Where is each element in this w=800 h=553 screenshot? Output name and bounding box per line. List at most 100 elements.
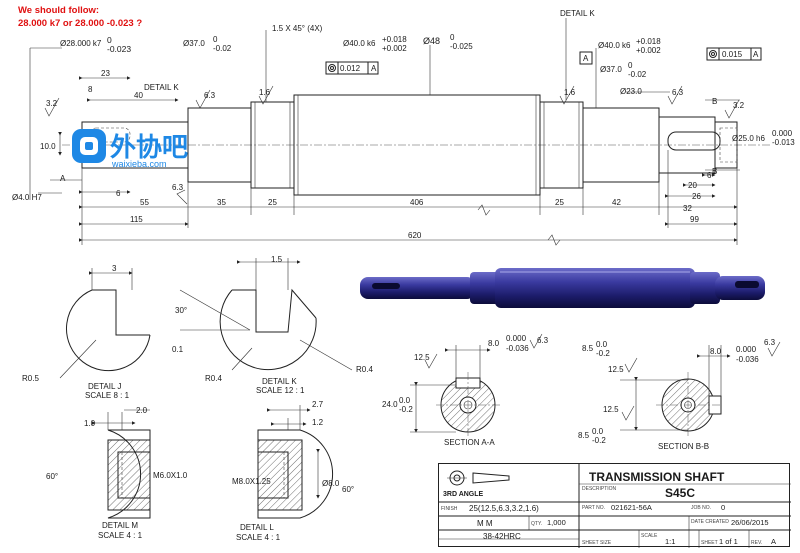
chamfer-label: 1.5 X 45° (4X) <box>272 24 323 33</box>
dim-406: 406 <box>410 198 424 207</box>
part-no-value: 021621-56A <box>611 503 652 512</box>
detail-k-r2: R0.4 <box>356 365 373 374</box>
detail-l-dia: Ø8.0 <box>322 479 340 488</box>
dia-28-tol-lower: -0.023 <box>107 44 131 54</box>
finish-label: FINISH <box>441 506 458 512</box>
dia-40-right-label: Ø40.0 k6 <box>598 41 631 50</box>
dim-35: 35 <box>217 198 226 207</box>
sec-b-8-5a-tol-lower: -0.2 <box>596 349 610 358</box>
detail-j-title: DETAIL J <box>88 382 121 391</box>
sec-a-24-tol-lower: -0.2 <box>399 405 413 414</box>
detail-l-title: DETAIL L <box>240 523 274 532</box>
dia-23-label: Ø23.0 <box>620 87 642 96</box>
dia-37-left-tol-lower: -0.02 <box>213 44 232 53</box>
dim-42: 42 <box>612 198 621 207</box>
gtol-frame-left <box>325 61 379 75</box>
gtol-right-value: 0.015 <box>722 50 743 59</box>
detail-k-angle: 30° <box>175 306 187 315</box>
rev-value: A <box>771 537 777 546</box>
finish-value: 25(12.5,6.3,3.2,1.6) <box>469 504 539 513</box>
detail-k: 1.5 30° 0.1 R0.4 R0.4 DETAIL K SCALE 12 … <box>172 255 373 395</box>
roughness-7: 6.3 <box>172 183 184 192</box>
detail-j-radius: R0.5 <box>22 374 39 383</box>
roughness-3: 1.6 <box>564 88 576 97</box>
detail-l-d1: 2.7 <box>312 400 324 409</box>
roughness-2: 1.6 <box>259 88 271 97</box>
gtol-left-value: 0.012 <box>340 64 361 73</box>
shaft-seg-end <box>714 121 738 169</box>
sec-a-key-tol-upper: 0.000 <box>506 334 527 343</box>
dia-37-right-label: Ø37.0 <box>600 65 622 74</box>
dia-48-tol-lower: -0.025 <box>450 42 473 51</box>
review-note: We should follow: 28.000 k7 or 28.000 -0… <box>18 4 142 30</box>
sec-b-rough: 6.3 <box>764 338 776 347</box>
dim-26: 26 <box>692 192 701 201</box>
description-label: DESCRIPTION <box>582 486 617 492</box>
dia-28-tol-upper: 0 <box>107 35 112 45</box>
sec-a-12-5: 12.5 <box>414 353 430 362</box>
dia-37-right-tol-lower: -0.02 <box>628 70 647 79</box>
dia-48-label: Ø48 <box>423 36 440 46</box>
review-note-line1: We should follow: <box>18 5 100 16</box>
shaft-3d-render <box>360 268 765 308</box>
dim-23: 23 <box>101 69 110 78</box>
dim-40: 40 <box>134 91 143 100</box>
scale-label: SCALE <box>641 533 658 539</box>
date-label: DATE CREATED <box>691 519 729 525</box>
watermark-text: 外协吧 <box>110 133 189 163</box>
sec-b-8-5a-tol-upper: 0.0 <box>596 340 608 349</box>
detail-m-angle: 60° <box>46 472 58 481</box>
detail-m-d1: 1.0 <box>84 419 96 428</box>
sec-a-24: 24.0 <box>382 400 398 409</box>
dia-40-right-tol-upper: +0.018 <box>636 37 661 46</box>
section-a-arrow-label: A <box>60 174 66 183</box>
dia-25-tol-upper: 0.000 <box>772 129 793 138</box>
units: M M <box>477 519 493 528</box>
detail-l-thread: M8.0X1.25 <box>232 477 271 486</box>
dim-8: 8 <box>88 85 93 94</box>
dim-25a: 25 <box>268 198 277 207</box>
sheet-value: 1 of 1 <box>719 537 738 546</box>
sec-a-24-tol-upper: 0.0 <box>399 396 411 405</box>
dim-6: 6 <box>116 189 121 198</box>
sheet-size-label: SHEET SIZE <box>582 540 612 546</box>
section-b-top: B <box>712 97 717 106</box>
job-no-label: JOB NO. <box>691 505 712 511</box>
sec-a-rough: 6.3 <box>537 336 549 345</box>
detail-l-scale: SCALE 4 : 1 <box>236 533 281 542</box>
dia-25-label: Ø25.0 h6 <box>732 134 765 143</box>
detail-l-d2: 1.2 <box>312 418 324 427</box>
detail-l-angle: 60° <box>342 485 354 494</box>
sec-b-key-tol-upper: 0.000 <box>736 345 757 354</box>
qty-value: 1,000 <box>547 518 566 527</box>
qty-label: QTY. <box>531 521 543 527</box>
main-shaft-view: Ø28.000 k7 0 -0.023 Ø37.0 0 -0.02 1.5 X … <box>12 9 795 246</box>
job-no-value: 0 <box>721 503 726 512</box>
dim-99: 99 <box>690 215 699 224</box>
gtol-right-datum: A <box>753 50 759 59</box>
sec-a-key: 8.0 <box>488 339 500 348</box>
dia-25-tol-lower: -0.013 <box>772 138 795 147</box>
watermark-logo: 外协吧 waixieba.com <box>72 125 204 175</box>
detail-k-callout-side: DETAIL K <box>144 83 179 92</box>
detail-k-gap: 0.1 <box>172 345 184 354</box>
sec-b-8-5b-tol-lower: -0.2 <box>592 436 606 445</box>
roughness-5: 3.2 <box>733 101 745 110</box>
section-a-a: 12.5 8.0 0.000 -0.036 6.3 24.0 0.0 -0.2 … <box>382 333 549 447</box>
dim-55: 55 <box>140 198 149 207</box>
detail-j-dim: 3 <box>112 264 117 273</box>
dia-40-left-label: Ø40.0 k6 <box>343 39 376 48</box>
dim-6b: 6 <box>707 171 712 180</box>
dia-37-left-tol-upper: 0 <box>213 35 218 44</box>
gtol-left-datum: A <box>371 64 377 73</box>
dia-40-left-tol-lower: +0.002 <box>382 44 407 53</box>
watermark-url: waixieba.com <box>112 159 167 169</box>
detail-j: 3 R0.5 DETAIL J SCALE 8 : 1 <box>22 264 151 400</box>
dim-620: 620 <box>408 231 422 240</box>
title-block: 3RD ANGLE TRANSMISSION SHAFT DESCRIPTION… <box>438 463 791 548</box>
roughness-4: 6.3 <box>672 88 684 97</box>
dim-20: 20 <box>688 181 697 190</box>
detail-l: 2.7 1.2 M8.0X1.25 Ø8.0 60° DETAIL L SCAL… <box>232 400 354 542</box>
